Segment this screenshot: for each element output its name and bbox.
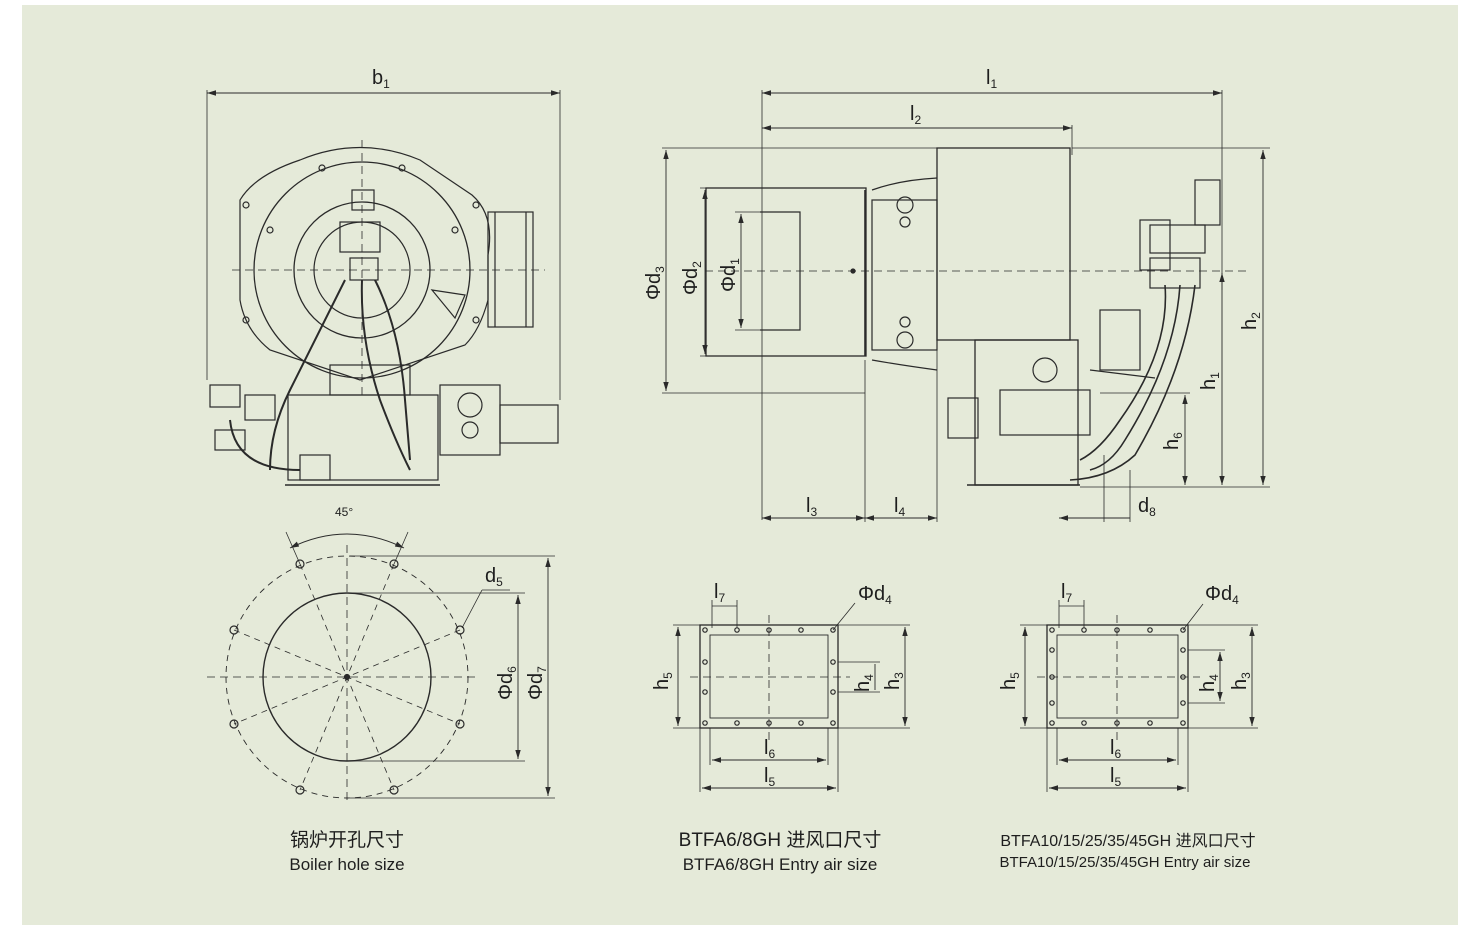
label-b-l7: l7 — [1061, 581, 1072, 605]
caption-boiler-en: Boiler hole size — [289, 855, 404, 874]
label-a-h3: h3 — [882, 672, 906, 690]
technical-drawing: b1 l1 l2 l3 l4 d8 Φd3 Φd2 Φd1 h2 h1 h6 4… — [22, 5, 1458, 925]
caption-btfa10-cn: BTFA10/15/25/35/45GH 进风口尺寸 — [1000, 832, 1255, 850]
label-a-l7: l7 — [714, 581, 725, 605]
label-b-h3: h3 — [1229, 672, 1253, 690]
label-h2: h2 — [1239, 312, 1263, 330]
label-l1: l1 — [986, 67, 997, 91]
caption-btfa6-en: BTFA6/8GH Entry air size — [683, 855, 878, 874]
caption-btfa6-cn: BTFA6/8GH 进风口尺寸 — [679, 829, 882, 851]
label-b-h4: h4 — [1197, 674, 1221, 692]
label-b-d4: Φd4 — [1205, 583, 1239, 607]
captions: 锅炉开孔尺寸 Boiler hole size BTFA6/8GH 进风口尺寸 … — [289, 829, 1255, 874]
label-h1: h1 — [1198, 372, 1222, 390]
label-a-h4: h4 — [852, 674, 876, 692]
label-d5: d5 — [485, 565, 503, 589]
dimension-labels: b1 l1 l2 l3 l4 d8 Φd3 Φd2 Φd1 h2 h1 h6 4… — [335, 67, 1263, 789]
label-d3: Φd3 — [643, 266, 667, 300]
label-a-l5: l5 — [764, 765, 775, 789]
boiler-hole-drawing — [207, 531, 555, 805]
label-a-l6: l6 — [764, 737, 775, 761]
background — [22, 5, 1458, 925]
caption-btfa10-en: BTFA10/15/25/35/45GH Entry air size — [1000, 854, 1251, 871]
label-angle: 45° — [335, 505, 353, 519]
burner-front-view — [206, 90, 561, 486]
drawing-panel: b1 l1 l2 l3 l4 d8 Φd3 Φd2 Φd1 h2 h1 h6 4… — [22, 5, 1458, 925]
label-l4: l4 — [894, 495, 905, 519]
label-a-h5: h5 — [651, 672, 675, 690]
label-d1: Φd1 — [718, 258, 742, 292]
flange-btfa10-drawing — [1020, 600, 1258, 792]
label-l3: l3 — [806, 495, 817, 519]
label-d6: Φd6 — [495, 666, 519, 700]
label-d7: Φd7 — [525, 666, 549, 700]
label-d2: Φd2 — [680, 261, 704, 295]
label-b1: b1 — [372, 67, 390, 91]
label-d8: d8 — [1138, 495, 1156, 519]
label-l2: l2 — [910, 103, 921, 127]
burner-side-view — [662, 90, 1270, 522]
label-h6: h6 — [1161, 432, 1185, 450]
flange-btfa6-drawing — [673, 600, 910, 792]
label-b-l6: l6 — [1110, 737, 1121, 761]
label-a-d4: Φd4 — [858, 583, 892, 607]
caption-boiler-cn: 锅炉开孔尺寸 — [290, 829, 404, 851]
label-b-l5: l5 — [1110, 765, 1121, 789]
label-b-h5: h5 — [998, 672, 1022, 690]
